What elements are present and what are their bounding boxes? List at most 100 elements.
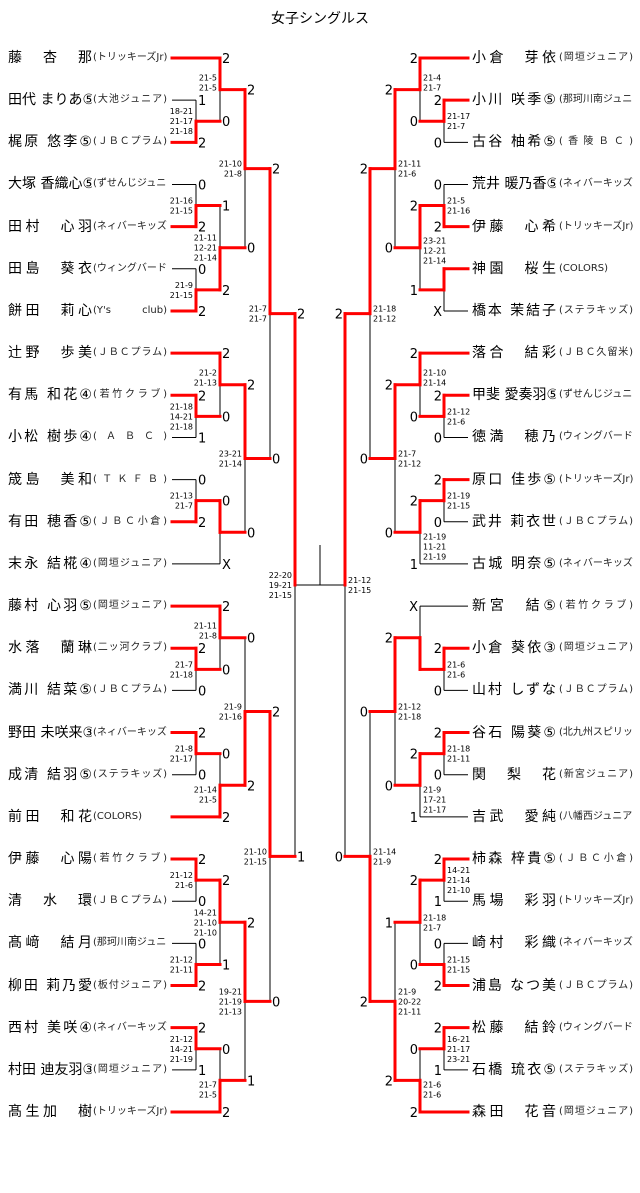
player-name: 伊藤 心陽 bbox=[8, 851, 92, 868]
game-score: 0 bbox=[410, 115, 418, 130]
page-title: 女子シングルス bbox=[271, 11, 369, 27]
player-name: 水落 蘭琳 bbox=[8, 640, 92, 657]
game-score: 2 bbox=[198, 980, 206, 995]
game-score: 2 bbox=[360, 995, 368, 1010]
player-name: 甲斐 愛奏羽⑤ bbox=[472, 387, 556, 404]
set-score-block: 21-421-7 bbox=[423, 74, 441, 93]
game-score: 2 bbox=[272, 163, 280, 178]
set-score-block: 21-521-5 bbox=[199, 74, 217, 93]
game-score: 2 bbox=[434, 474, 442, 489]
set-score: 14-21 bbox=[447, 866, 470, 875]
game-score: X bbox=[222, 558, 231, 573]
set-score: 21-10 bbox=[219, 160, 242, 169]
set-score: 21-17 bbox=[447, 112, 470, 121]
player-name: 関 梨 花 bbox=[472, 766, 556, 783]
set-score: 21-10 bbox=[447, 886, 470, 895]
player-name: 藤村 心羽⑤ bbox=[8, 598, 92, 615]
set-score: 21-7 bbox=[447, 122, 465, 131]
game-score: 0 bbox=[198, 895, 206, 910]
game-score: 1 bbox=[198, 1064, 206, 1079]
set-score: 21-5 bbox=[199, 1090, 217, 1099]
game-score: 2 bbox=[247, 916, 255, 931]
game-score: 0 bbox=[410, 410, 418, 425]
game-score: 2 bbox=[434, 94, 442, 109]
game-score: 2 bbox=[198, 221, 206, 236]
player-team: (ステラキッズ) bbox=[93, 768, 167, 780]
player-name: 満川 結菜⑤ bbox=[8, 682, 92, 699]
game-score: 2 bbox=[247, 84, 255, 99]
set-score: 21-18 bbox=[373, 305, 396, 314]
player-team: (ウィングバード) bbox=[93, 262, 167, 274]
set-score: 21-12 bbox=[348, 576, 371, 585]
game-score: 0 bbox=[222, 495, 230, 510]
set-score: 21-17 bbox=[170, 755, 193, 764]
game-score: 2 bbox=[410, 1106, 418, 1121]
set-score: 21-6 bbox=[447, 670, 465, 679]
game-score: 1 bbox=[410, 811, 418, 826]
set-score-block: 21-721-18 bbox=[170, 660, 193, 679]
player-team: (岡垣ジュニア) bbox=[93, 557, 167, 569]
player-team: (新宮ジュニア) bbox=[559, 768, 633, 780]
set-score: 21-12 bbox=[447, 407, 470, 416]
set-score: 21-7 bbox=[249, 315, 267, 324]
player-team: (ずせんじジュニア) bbox=[559, 389, 633, 401]
game-score: 2 bbox=[198, 389, 206, 404]
game-score: 0 bbox=[434, 178, 442, 193]
game-score: 2 bbox=[410, 52, 418, 67]
player-name: 柳田 莉乃愛 bbox=[8, 977, 92, 994]
set-score: 21-12 bbox=[398, 460, 421, 469]
set-score: 14-21 bbox=[170, 1045, 193, 1054]
set-score: 21-11 bbox=[447, 755, 470, 764]
game-score: 2 bbox=[434, 727, 442, 742]
set-score-block: 21-621-6 bbox=[447, 660, 465, 679]
player-team: (ステラキッズ) bbox=[559, 304, 633, 316]
set-score: 21-14 bbox=[194, 254, 217, 263]
player-name: 谷石 陽葵⑤ bbox=[472, 724, 556, 741]
set-score: 12-21 bbox=[194, 244, 217, 253]
set-score: 14-21 bbox=[170, 412, 193, 421]
score-labels: 222201218-2121-1721-1821-521-5010221-162… bbox=[170, 52, 471, 1121]
set-score: 21-6 bbox=[423, 1090, 441, 1099]
game-score: 2 bbox=[222, 52, 230, 67]
set-score: 21-7 bbox=[249, 305, 267, 314]
player-name: 田村 心羽 bbox=[8, 218, 92, 235]
set-score: 21-14 bbox=[423, 379, 446, 388]
player-name: 小川 咲季⑤ bbox=[472, 92, 556, 109]
player-team: (COLORS) bbox=[559, 262, 609, 274]
game-score: 1 bbox=[297, 850, 305, 865]
set-score: 21-2 bbox=[199, 369, 217, 378]
game-score: 0 bbox=[222, 1043, 230, 1058]
game-score: 2 bbox=[198, 305, 206, 320]
player-name: 松藤 結鈴 bbox=[472, 1019, 556, 1036]
set-score: 21-12 bbox=[373, 315, 396, 324]
player-team: (大池ジュニア) bbox=[93, 94, 167, 106]
set-score: 21-7 bbox=[175, 502, 193, 511]
game-score: 1 bbox=[434, 1064, 442, 1079]
game-score: 0 bbox=[360, 705, 368, 720]
player-name: 田代 まりあ⑤ bbox=[8, 92, 92, 109]
set-score: 21-8 bbox=[175, 745, 193, 754]
player-team: (トリッキーズJr) bbox=[93, 1106, 167, 1117]
player-name: 髙﨑 結月 bbox=[8, 935, 92, 952]
player-name: 柿森 梓貴⑤ bbox=[472, 851, 556, 868]
game-score: 1 bbox=[222, 200, 230, 215]
game-score: 0 bbox=[247, 526, 255, 541]
game-score: 1 bbox=[198, 431, 206, 446]
game-score: 0 bbox=[434, 937, 442, 952]
player-team: (トリッキーズJr) bbox=[559, 895, 633, 907]
game-score: 0 bbox=[434, 769, 442, 784]
set-score: 21-12 bbox=[170, 1035, 193, 1044]
set-score: 22-20 bbox=[269, 571, 292, 580]
set-score: 21-13 bbox=[219, 1007, 242, 1016]
game-score: 2 bbox=[434, 980, 442, 995]
player-name: 末永 結椛④ bbox=[8, 555, 92, 572]
